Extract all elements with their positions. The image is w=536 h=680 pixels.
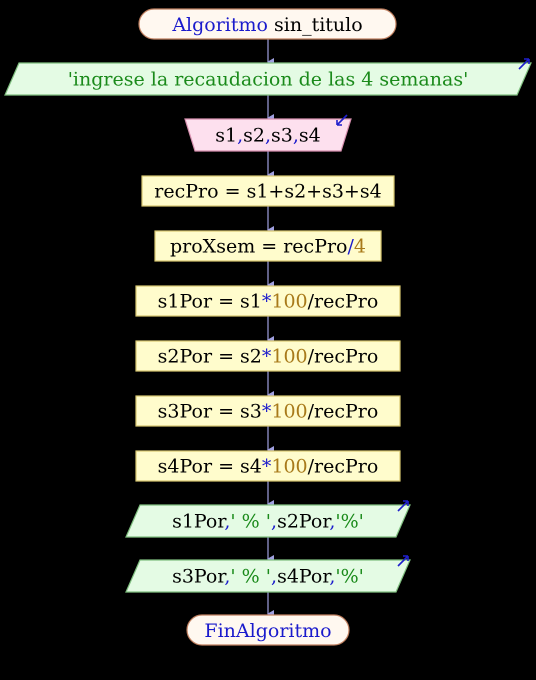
label-fragment: *: [262, 401, 272, 423]
label-fragment: 100: [271, 346, 307, 368]
end-terminal[interactable]: FinAlgoritmo: [186, 614, 350, 646]
process-node[interactable]: proXsem = recPro/4: [154, 230, 382, 262]
label-fragment: /recPro: [308, 291, 379, 313]
label-fragment: recPro = s1+s2+s3+s4: [154, 181, 381, 203]
label-fragment: ,: [329, 511, 335, 533]
process-label: s2Por = s2*100/recPro: [158, 346, 379, 368]
label-fragment: s3Por: [172, 566, 227, 588]
label-fragment: ,: [237, 125, 243, 147]
process-shape: [154, 230, 382, 262]
label-fragment: 100: [271, 456, 307, 478]
output-shape: [125, 559, 411, 593]
process-label: s4Por = s4*100/recPro: [158, 456, 379, 478]
label-fragment: ,: [271, 566, 277, 588]
label-fragment: *: [262, 346, 272, 368]
label-fragment: s1Por = s1: [158, 291, 262, 313]
output-label: s1Por,' % ',s2Por,'%': [172, 511, 364, 533]
start-keyword: Algoritmo: [171, 14, 268, 36]
label-fragment: 4: [354, 236, 366, 258]
process-node[interactable]: recPro = s1+s2+s3+s4: [141, 175, 395, 207]
label-fragment: 100: [271, 401, 307, 423]
label-fragment: s1: [215, 125, 237, 147]
label-fragment: s2Por = s2: [158, 346, 262, 368]
output-node[interactable]: 'ingrese la recaudacion de las 4 semanas…: [4, 58, 532, 96]
process-node[interactable]: s2Por = s2*100/recPro: [135, 340, 401, 372]
label-fragment: /recPro: [308, 456, 379, 478]
output-label: s3Por,' % ',s4Por,'%': [172, 566, 364, 588]
end-terminal-label: FinAlgoritmo: [204, 620, 331, 642]
output-arrow-icon: [397, 555, 409, 567]
output-label: 'ingrese la recaudacion de las 4 semanas…: [68, 69, 469, 91]
label-fragment: s3: [271, 125, 293, 147]
process-node[interactable]: s3Por = s3*100/recPro: [135, 395, 401, 427]
start-terminal-shape: [138, 8, 397, 40]
output-shape: [4, 62, 532, 96]
label-fragment: /: [348, 236, 355, 258]
algorithm-name: sin_titulo: [274, 14, 363, 36]
label-fragment: ,: [293, 125, 299, 147]
label-fragment: /recPro: [308, 401, 379, 423]
start-terminal-label: Algoritmo sin_titulo: [171, 14, 362, 36]
process-label: recPro = s1+s2+s3+s4: [154, 181, 381, 203]
label-fragment: ,: [224, 511, 230, 533]
label-fragment: *: [262, 291, 272, 313]
label-fragment: s2: [243, 125, 265, 147]
output-node[interactable]: s3Por,' % ',s4Por,'%': [125, 555, 411, 593]
label-fragment: s1Por: [172, 511, 227, 533]
process-label: s1Por = s1*100/recPro: [158, 291, 379, 313]
label-fragment: s4Por: [277, 566, 332, 588]
process-node[interactable]: s4Por = s4*100/recPro: [135, 450, 401, 482]
process-shape: [135, 340, 401, 372]
label-fragment: s2Por: [277, 511, 332, 533]
process-node[interactable]: s1Por = s1*100/recPro: [135, 285, 401, 317]
label-fragment: 100: [271, 291, 307, 313]
label-fragment: /recPro: [308, 346, 379, 368]
label-fragment: s4: [299, 125, 321, 147]
label-fragment: 'ingrese la recaudacion de las 4 semanas…: [68, 69, 469, 91]
label-fragment: '%': [335, 566, 364, 588]
process-shape: [135, 395, 401, 427]
output-node[interactable]: s1Por,' % ',s2Por,'%': [125, 500, 411, 538]
flow-nodes: 'ingrese la recaudacion de las 4 semanas…: [4, 58, 532, 593]
process-shape: [135, 450, 401, 482]
process-label: s3Por = s3*100/recPro: [158, 401, 379, 423]
input-node[interactable]: s1,s2,s3,s4: [184, 114, 352, 152]
output-arrow-icon: [518, 58, 530, 70]
label-fragment: ' % ': [230, 566, 271, 588]
label-fragment: ,: [224, 566, 230, 588]
label-fragment: *: [262, 456, 272, 478]
input-arrow-icon: [336, 114, 348, 126]
label-fragment: ,: [265, 125, 271, 147]
output-arrow-icon: [397, 500, 409, 512]
label-fragment: s4Por = s4: [158, 456, 262, 478]
label-fragment: ,: [271, 511, 277, 533]
input-label: s1,s2,s3,s4: [215, 125, 321, 147]
process-shape: [135, 285, 401, 317]
label-fragment: '%': [335, 511, 364, 533]
label-fragment: ,: [329, 566, 335, 588]
input-shape: [184, 118, 352, 152]
end-terminal-shape: [186, 614, 350, 646]
output-shape: [125, 504, 411, 538]
label-fragment: s3Por = s3: [158, 401, 262, 423]
start-terminal[interactable]: Algoritmo sin_titulo: [138, 8, 397, 40]
process-label: proXsem = recPro/4: [170, 236, 366, 258]
label-fragment: proXsem = recPro: [170, 236, 348, 258]
label-fragment: ' % ': [230, 511, 271, 533]
process-shape: [141, 175, 395, 207]
